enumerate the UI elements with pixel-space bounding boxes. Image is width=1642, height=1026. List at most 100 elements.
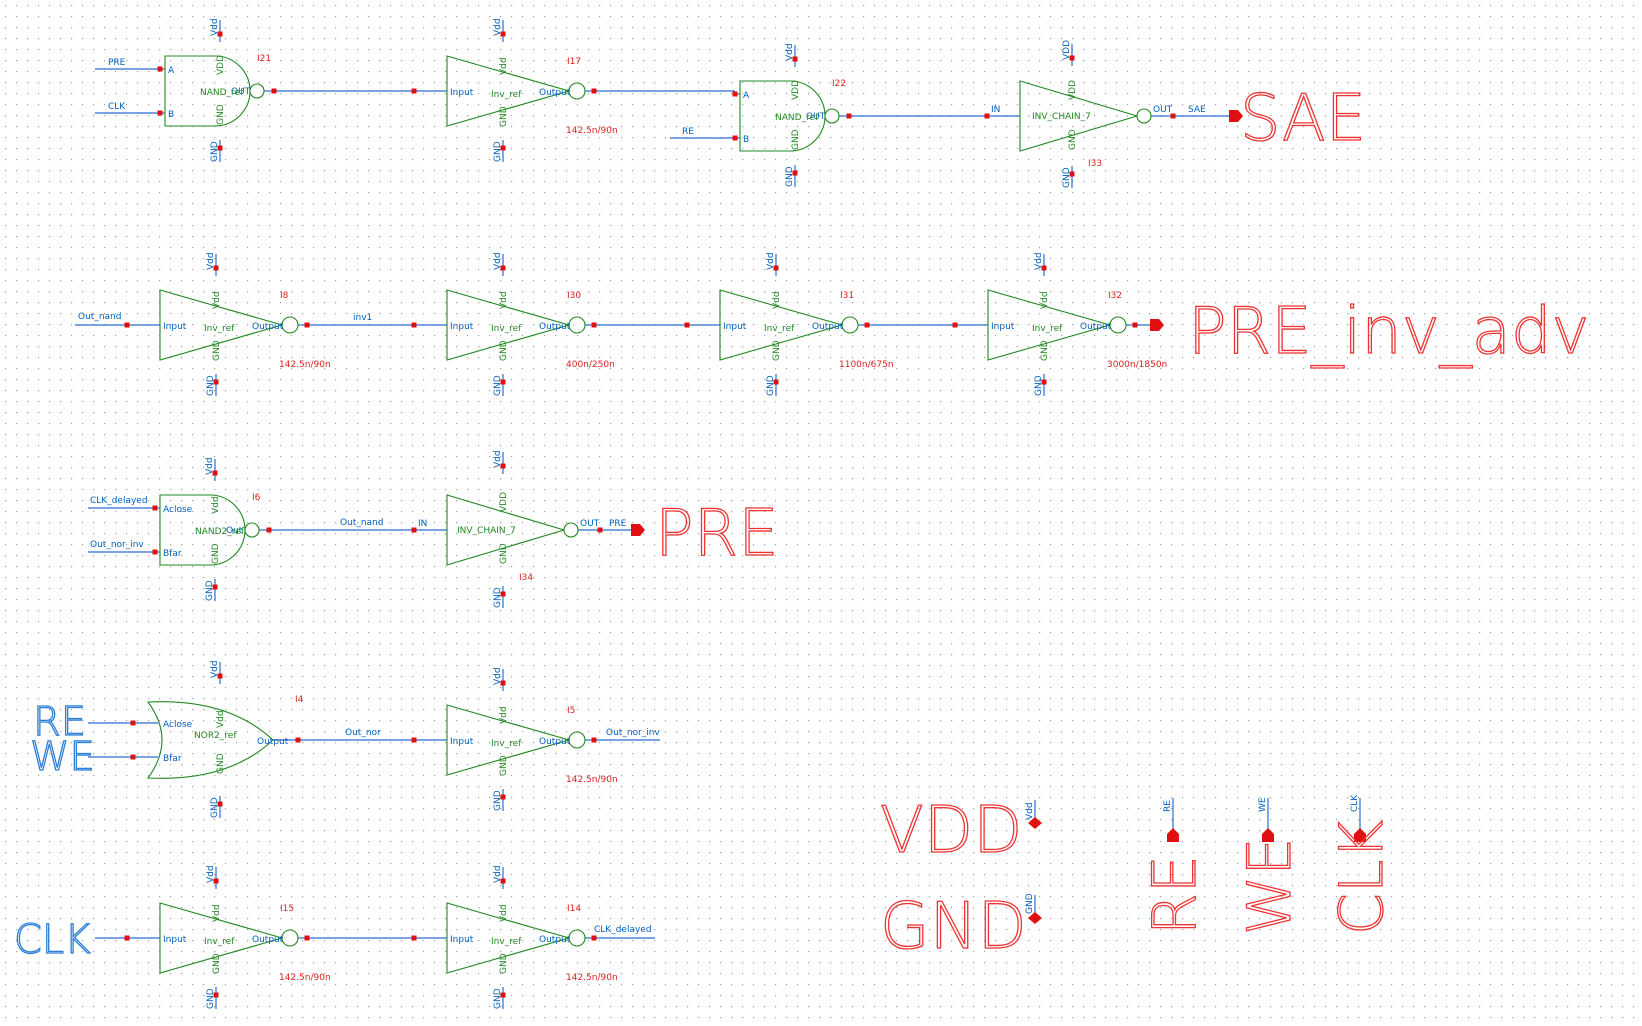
r4-inv-vdd-net: Vdd [493, 667, 503, 685]
r1-nand-b-pin-a: A [743, 91, 750, 101]
r2-inv-4-in-dot [952, 322, 958, 328]
r2-port-label: PRE_inv_adv [1188, 295, 1589, 369]
r2-inv-4-out-dot [1132, 322, 1138, 328]
r3-chain-cell: INV_CHAIN_7 [457, 526, 516, 536]
r4-port-re: RE [33, 699, 86, 745]
r5-inv-2-pin-in: Input [450, 935, 474, 945]
r1-nand-b-inst: I22 [832, 79, 846, 89]
r1-nand-a-b-dot [157, 110, 163, 116]
r1-port-flag [1229, 110, 1243, 122]
r5-inv-1-pin-in: Input [163, 935, 187, 945]
r1-inv-body [446, 55, 571, 127]
r2-inv-1-size: 142.5n/90n [279, 360, 331, 370]
r4-nor-vdd-pin: Vdd [216, 710, 226, 728]
wire-layer [75, 20, 1361, 1009]
r5-inv-1-gnd-dot [213, 992, 219, 998]
r2-inv-1-vdd-dot [213, 265, 219, 271]
r2-net-mid: inv1 [353, 313, 372, 323]
r4-net-mid: Out_nor [345, 728, 381, 738]
r4-nor-pin-out: Output [257, 737, 289, 747]
r2-inv-2-pin-in: Input [450, 322, 474, 332]
r1-inv-pin-in: Input [450, 88, 474, 98]
r5-inv-1-pin-out: Output [252, 935, 284, 945]
r5-inv-1-out-dot [304, 935, 310, 941]
r1-nand-b-gnd-pin: GND [791, 129, 801, 150]
r4-net-out: Out_nor_inv [606, 728, 660, 738]
r2-inv-4-cell: Inv_ref [1032, 324, 1063, 334]
r5-inv-1-cell: Inv_ref [204, 937, 235, 947]
r1-inv-inst: I17 [567, 57, 581, 67]
r1-port-label: SAE [1240, 82, 1366, 156]
r1-nand-b-out-dot [846, 113, 852, 119]
r4-nor-cell: NOR2_ref [194, 731, 237, 741]
r3-net-pre: PRE [609, 519, 627, 529]
r2-inv-1-vdd-pin: Vdd [212, 291, 222, 309]
r2-inv-4-vdd-dot [1041, 265, 1047, 271]
r5-inv-2-in-dot [411, 935, 417, 941]
r2-inv-3-in-dot [684, 322, 690, 328]
r5-inv-2-out-dot [591, 935, 597, 941]
r3-chain-gnd-pin: GND [499, 543, 509, 564]
r1-chain-vdd-pin: VDD [1068, 80, 1078, 100]
r1-chain-gnd-net: GND [1062, 167, 1072, 188]
r2-inv-3-size: 1100n/675n [839, 360, 894, 370]
r3-chain-bubble [563, 522, 579, 538]
r3-nand-pin-b: Bfar [163, 549, 182, 559]
r3-chain-gnd-dot [500, 591, 506, 597]
r2-inv-1-gnd-pin: GND [212, 340, 222, 361]
r5-inv-2-vdd-net: Vdd [493, 865, 503, 883]
r3-port-flag [631, 524, 645, 536]
r5-inv-2-body [446, 902, 571, 974]
r2-inv-4-vdd-net: Vdd [1034, 252, 1044, 270]
r1-nand-b-a-dot [732, 91, 738, 97]
r3-nand-vdd-net: Vdd [205, 457, 215, 475]
r2-inv-4-gnd-dot [1041, 379, 1047, 385]
r4-nor-vdd-dot [217, 673, 223, 679]
r4-inv-pin-out: Output [539, 737, 571, 747]
gnd-pin-net: GND [1025, 893, 1035, 914]
r3-chain-vdd-pin: VDD [499, 492, 509, 512]
r2-inv-2-size: 400n/250n [566, 360, 615, 370]
r4-inv-cell: Inv_ref [491, 739, 522, 749]
r5-inv-1-body [159, 902, 284, 974]
input-pin-re-flag [1167, 828, 1179, 842]
vdd-pin-diamond [1028, 817, 1042, 829]
r2-inv-3-cell: Inv_ref [764, 324, 795, 334]
r5-inv-1-size: 142.5n/90n [279, 973, 331, 983]
r3-chain-pin-out: OUT [580, 519, 600, 529]
input-pin-re-label: RE [1140, 855, 1210, 935]
r2-port-flag [1150, 319, 1164, 331]
r5-inv-2-vdd-dot [500, 878, 506, 884]
r2-inv-2-gnd-dot [500, 379, 506, 385]
r3-chain-gnd-net: GND [493, 587, 503, 608]
r5-inv-2-inst: I14 [567, 904, 581, 914]
r1-inv-size: 142.5n/90n [566, 126, 618, 136]
r1-inv-gnd-pin: GND [499, 106, 509, 127]
r1-inv-gnd-net: GND [493, 141, 503, 162]
r1-nand-b-vdd-dot [792, 56, 798, 62]
r3-nand-pin-out: Out [226, 526, 243, 536]
r2-net-in: Out_nand [78, 312, 121, 322]
r4-inv-size: 142.5n/90n [566, 775, 618, 785]
r1-nand-b-bubble [824, 108, 840, 124]
r2-inv-3-pin-in: Input [723, 322, 747, 332]
r3-net-mid: Out_nand [340, 518, 383, 528]
r4-nor-gnd-pin: GND [216, 753, 226, 774]
r5-inv-2-cell: Inv_ref [491, 937, 522, 947]
r2-inv-3-pin-out: Output [812, 322, 844, 332]
r4-nor-gnd-net: GND [210, 797, 220, 818]
r4-nor-gnd-dot [217, 801, 223, 807]
r2-inv-1-gnd-dot [213, 379, 219, 385]
r2-inv-4-gnd-pin: GND [1040, 340, 1050, 361]
label-layer: VddGNDABOUTNAND_refVDDGNDI21PRECLKVddGND… [13, 18, 1590, 1009]
r4-inv-gnd-net: GND [493, 790, 503, 811]
r1-nand-a-gnd-net: GND [210, 141, 220, 162]
r2-inv-2-in-dot [411, 322, 417, 328]
r2-inv-4-body [987, 289, 1112, 361]
r1-inv-gnd-dot [500, 145, 506, 151]
r4-inv-gnd-pin: GND [499, 755, 509, 776]
r1-inv-out-dot [591, 88, 597, 94]
r1-net-clk: CLK [108, 102, 126, 112]
gate-layer [124, 31, 1366, 998]
gnd-pin-label: GND [880, 890, 1027, 964]
